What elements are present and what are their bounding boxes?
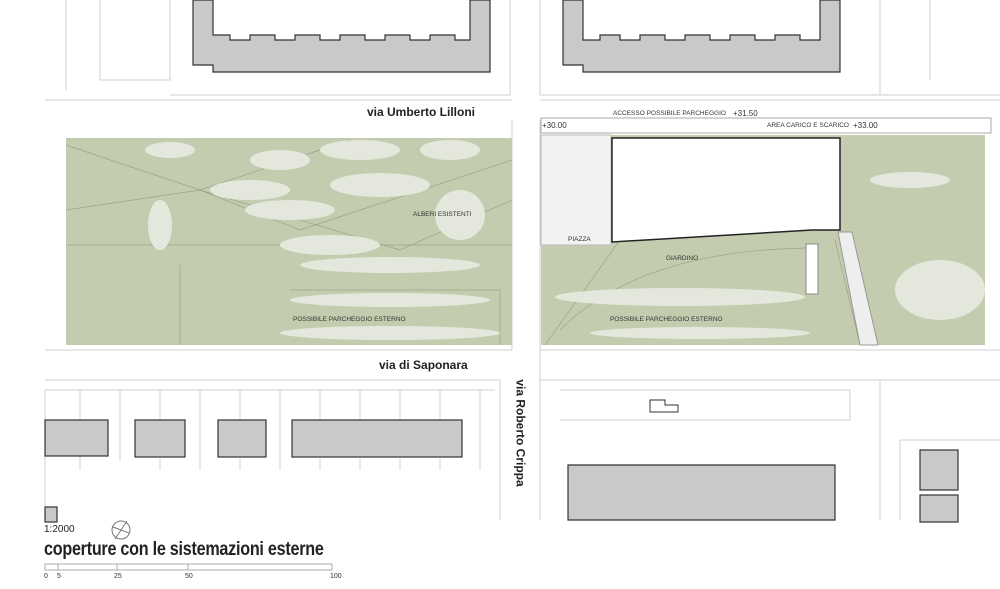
drawing-title: coperture con le sistemazioni esterne — [44, 539, 324, 560]
label-garden: GIARDINO — [666, 255, 699, 262]
piazza-area — [540, 134, 612, 246]
label-loading: AREA CARICO E SCARICO — [767, 122, 849, 129]
north-arrow-icon — [111, 520, 131, 540]
label-piazza: PIAZZA — [568, 236, 591, 243]
street-label-south: via di Saponara — [379, 358, 468, 372]
level-west: +30.00 — [542, 121, 567, 130]
access-strip — [540, 117, 992, 134]
level-east: +33.00 — [853, 121, 878, 130]
small-structure — [649, 399, 679, 413]
tree-clusters — [145, 140, 985, 340]
building-north-left — [192, 0, 491, 73]
label-parking-right: POSSIBILE PARCHEGGIO ESTERNO — [610, 316, 723, 323]
label-access: ACCESSO POSSIBILE PARCHEGGIO — [613, 110, 726, 117]
street-label-east: via Roberto Crippa — [513, 379, 528, 487]
scale-tick: 50 — [185, 573, 193, 580]
scale-tick: 5 — [57, 573, 61, 580]
buildings-south — [44, 419, 959, 523]
new-building — [611, 137, 841, 243]
ramp — [805, 243, 819, 295]
scale-bar — [44, 563, 333, 571]
scale-tick: 0 — [44, 573, 48, 580]
label-trees: ALBERI ESISTENTI — [413, 211, 472, 218]
scale-tick: 25 — [114, 573, 122, 580]
walkway — [837, 231, 879, 346]
building-north-right — [562, 0, 841, 73]
street-label-north: via Umberto Lilloni — [367, 105, 476, 119]
scale-tick: 100 — [330, 573, 342, 580]
label-parking-left: POSSIBILE PARCHEGGIO ESTERNO — [293, 316, 406, 323]
level-middle: +31.50 — [733, 109, 758, 118]
scale-ratio: 1:2000 — [44, 524, 75, 535]
